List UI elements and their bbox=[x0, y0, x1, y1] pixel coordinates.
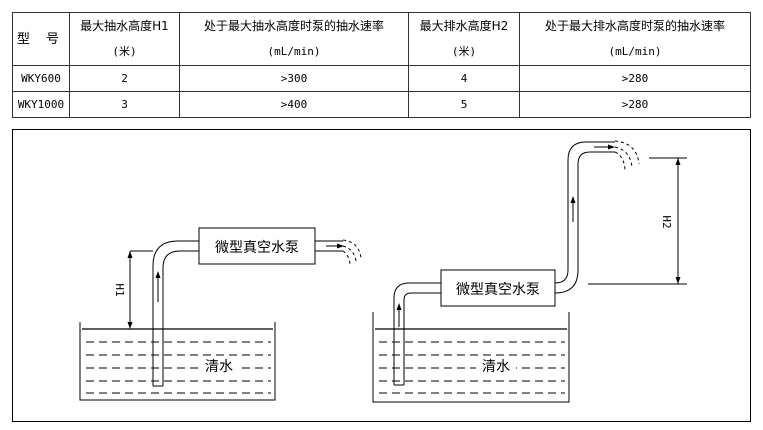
right-pump-label: 微型真空水泵 bbox=[456, 282, 540, 298]
table-row: WKY600 2 >300 4 >280 bbox=[12, 65, 751, 92]
cell-model: WKY600 bbox=[12, 65, 70, 92]
diagram-frame: 微型真空水泵 微型真空水泵 清水 清水 H1 H2 bbox=[12, 129, 751, 422]
header-discharge-rate: 处于最大排水高度时泵的抽水速率(mL/min) bbox=[519, 12, 751, 66]
left-setup bbox=[79, 227, 362, 401]
cell-h2: 5 bbox=[408, 91, 520, 118]
table-header-row: 型 号 最大抽水高度H1(米) 处于最大抽水高度时泵的抽水速率(mL/min) … bbox=[12, 12, 751, 66]
header-max-discharge-height: 最大排水高度H2(米) bbox=[408, 12, 520, 66]
left-tube-inner bbox=[162, 250, 199, 386]
right-discharge-outer bbox=[554, 141, 615, 284]
table-row: WKY1000 3 >400 5 >280 bbox=[12, 91, 751, 118]
cell-suction-rate: >300 bbox=[179, 65, 409, 92]
h2-label: H2 bbox=[660, 215, 673, 228]
header-model: 型 号 bbox=[12, 12, 70, 66]
right-tank bbox=[372, 312, 570, 403]
right-water-label: 清水 bbox=[482, 359, 510, 375]
pump-diagram: 微型真空水泵 微型真空水泵 清水 清水 H1 H2 bbox=[79, 140, 687, 403]
left-pump-label: 微型真空水泵 bbox=[215, 240, 299, 256]
left-tank bbox=[79, 322, 276, 401]
left-pump-box bbox=[198, 227, 316, 265]
h1-label: H1 bbox=[113, 283, 126, 296]
left-tube-outer bbox=[152, 240, 199, 386]
left-water-spray bbox=[342, 239, 362, 265]
left-water-lines bbox=[86, 341, 271, 394]
cell-h1: 3 bbox=[69, 91, 180, 118]
right-tube-inner bbox=[403, 292, 441, 385]
cell-h1: 2 bbox=[69, 65, 180, 92]
cell-suction-rate: >400 bbox=[179, 91, 409, 118]
right-tube-outer bbox=[393, 282, 441, 385]
cell-model: WKY1000 bbox=[12, 91, 70, 118]
right-water-lines bbox=[379, 341, 565, 394]
cell-h2: 4 bbox=[408, 65, 520, 92]
right-water-spray bbox=[614, 140, 640, 171]
right-pump-box bbox=[440, 269, 556, 307]
header-suction-rate: 处于最大抽水高度时泵的抽水速率(mL/min) bbox=[179, 12, 409, 66]
right-discharge-inner bbox=[554, 151, 615, 294]
cell-discharge-rate: >280 bbox=[519, 91, 751, 118]
spec-table: 型 号 最大抽水高度H1(米) 处于最大抽水高度时泵的抽水速率(mL/min) … bbox=[12, 12, 751, 118]
right-setup bbox=[372, 140, 687, 403]
left-water-label: 清水 bbox=[205, 359, 233, 375]
cell-discharge-rate: >280 bbox=[519, 65, 751, 92]
header-max-suction-height: 最大抽水高度H1(米) bbox=[69, 12, 180, 66]
